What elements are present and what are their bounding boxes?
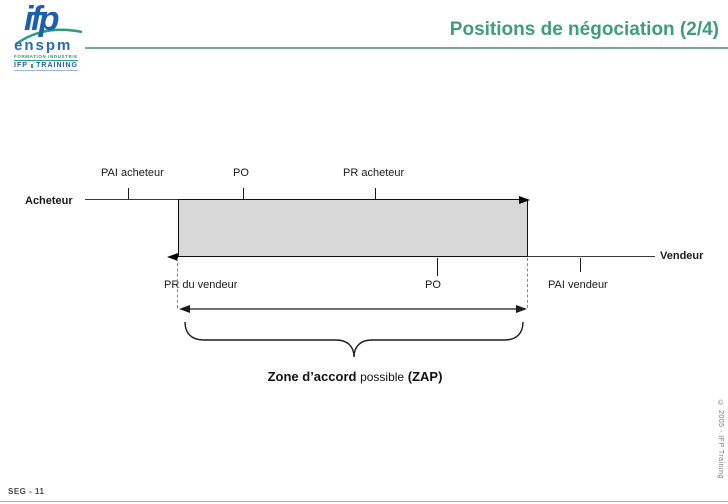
zap-extent-graphics (179, 305, 527, 358)
buyer-axis-label: Acheteur (25, 195, 73, 207)
tick-po-acheteur (243, 188, 244, 200)
zap-caption-bold-end: (ZAP) (407, 369, 443, 384)
curly-brace-icon (184, 321, 524, 358)
copyright-vertical: © 2005 - IFP Training (717, 400, 724, 479)
zap-rectangle (178, 199, 528, 257)
ifp-enspm-logo: ifp enspm FORMATION INDUSTRIE IFP TRAINI… (14, 2, 84, 71)
label-pai-vendeur: PAI vendeur (548, 279, 608, 291)
logo-ifp-text: ifp (24, 0, 60, 38)
label-po-acheteur: PO (233, 167, 249, 179)
dashed-line-right (527, 258, 528, 308)
label-po-vendeur: PO (425, 279, 441, 291)
buyer-arrowhead-icon (519, 196, 530, 204)
label-pai-acheteur: PAI acheteur (101, 167, 164, 179)
zap-caption: Zone d’accord possible (ZAP) (178, 369, 532, 384)
zap-caption-regular: possible (360, 370, 405, 384)
logo-square-icon (30, 63, 34, 68)
label-pr-acheteur: PR acheteur (343, 167, 405, 179)
tick-po-vendeur (437, 258, 438, 276)
logo-training-ifp: IFP (14, 62, 28, 69)
footer-rule (0, 501, 728, 502)
double-arrow-left-head-icon (179, 305, 190, 313)
logo-swoosh-icon (15, 28, 83, 46)
logo-tagline: FORMATION INDUSTRIE (14, 54, 78, 61)
seller-axis-label: Vendeur (660, 250, 704, 262)
logo-enspm-text: enspm (14, 37, 73, 54)
tick-pai-vendeur (580, 258, 581, 272)
logo-training-line: IFP TRAINING (14, 62, 78, 71)
slide-number: SEG - 11 (8, 487, 45, 496)
tick-pai-acheteur (128, 188, 129, 200)
dashed-line-left (177, 258, 178, 308)
seller-axis-line (528, 256, 655, 257)
label-pr-du-vendeur: PR du vendeur (164, 279, 238, 291)
page-title: Positions de négociation (2/4) (449, 19, 719, 40)
seller-arrowhead-icon (167, 253, 178, 261)
logo-training-training: TRAINING (36, 62, 78, 69)
double-arrow-right-head-icon (516, 305, 527, 313)
zap-caption-bold-start: Zone d’accord (267, 369, 357, 384)
buyer-axis-line (85, 199, 178, 200)
header-rule (85, 47, 728, 49)
tick-pr-acheteur (375, 188, 376, 200)
